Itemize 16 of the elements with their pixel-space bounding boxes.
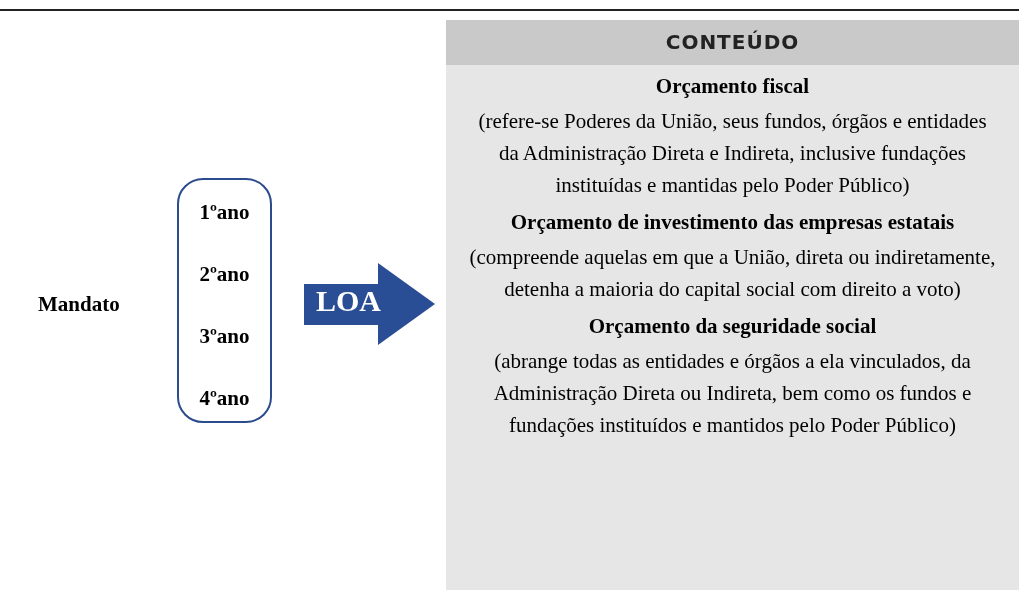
year-text: 4ºano <box>198 386 251 411</box>
content-panel <box>446 20 1019 590</box>
year-text: 1ºano <box>198 200 251 225</box>
panel-header: CONTEÚDO <box>446 20 1019 65</box>
label-text: Mandato <box>38 292 120 317</box>
section-text: (abrange todas as entidades e órgãos a ela vinculados, da Administração Direta ou Indireta, bem como os fundos e fundações instituídos e mantidos pelo Poder Público) <box>492 348 973 439</box>
section-text: (compreende aquelas em que a União, direta ou indiretamente, detenha a maioria do capital social com direito a voto) <box>468 244 997 303</box>
year-text: 2ºano <box>198 262 251 287</box>
section-text: (refere-se Poderes da União, seus fundos, órgãos e entidades da Administração Direta e Indireta, inclusive fundações instituídas e mantidas pelo Poder Público) <box>477 108 988 199</box>
section-heading: Orçamento de investimento das empresas estatais <box>509 210 956 235</box>
section-heading: Orçamento da seguridade social <box>587 314 878 339</box>
block-arrow <box>304 263 435 345</box>
year-text: 3ºano <box>198 324 251 349</box>
section-heading: Orçamento fiscal <box>654 74 811 99</box>
rounded-box <box>177 178 272 423</box>
edge-label: LOA <box>316 284 381 318</box>
